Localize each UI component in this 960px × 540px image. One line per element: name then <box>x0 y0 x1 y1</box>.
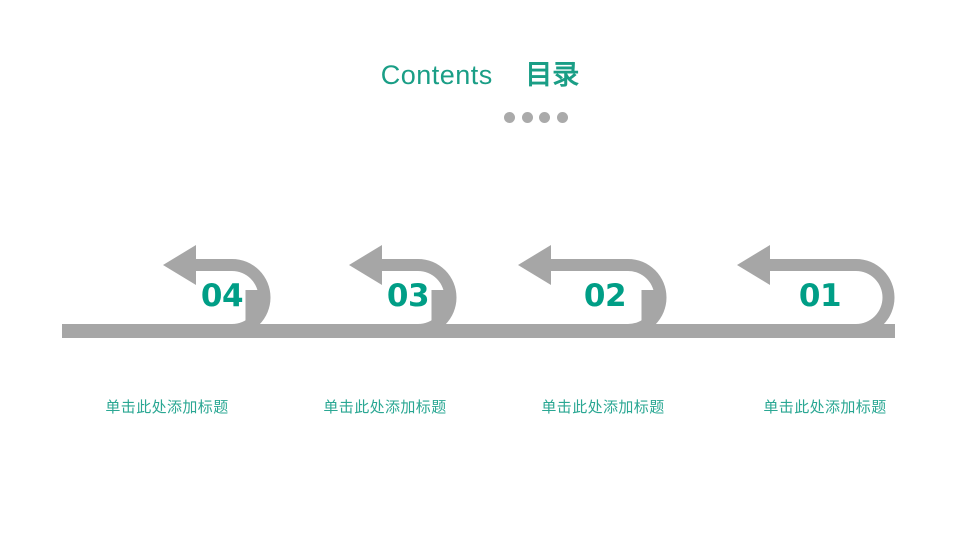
dot-icon-4 <box>556 111 568 123</box>
page-title-chinese: 目录 <box>525 60 580 91</box>
dot-icon-3 <box>539 111 551 123</box>
step-caption-04[interactable]: 单击此处添加标题 <box>105 398 229 416</box>
timeline-baseline-bar <box>62 324 895 338</box>
page-title-english: Contents <box>380 60 493 90</box>
heading-row: Contents 目录 <box>380 60 580 91</box>
step-caption-03[interactable]: 单击此处添加标题 <box>323 398 447 416</box>
dot-icon-2 <box>521 111 533 123</box>
slide-heading: Contents 目录 <box>0 60 960 91</box>
step-number-02: 02 <box>583 278 627 314</box>
step-number-01: 01 <box>798 278 842 314</box>
step-number-03: 03 <box>386 278 430 314</box>
step-number-04: 04 <box>200 278 244 314</box>
step-caption-01[interactable]: 单击此处添加标题 <box>763 398 887 416</box>
step-caption-02[interactable]: 单击此处添加标题 <box>541 398 665 416</box>
dot-icon-1 <box>504 111 515 123</box>
decorative-dots <box>504 111 568 123</box>
